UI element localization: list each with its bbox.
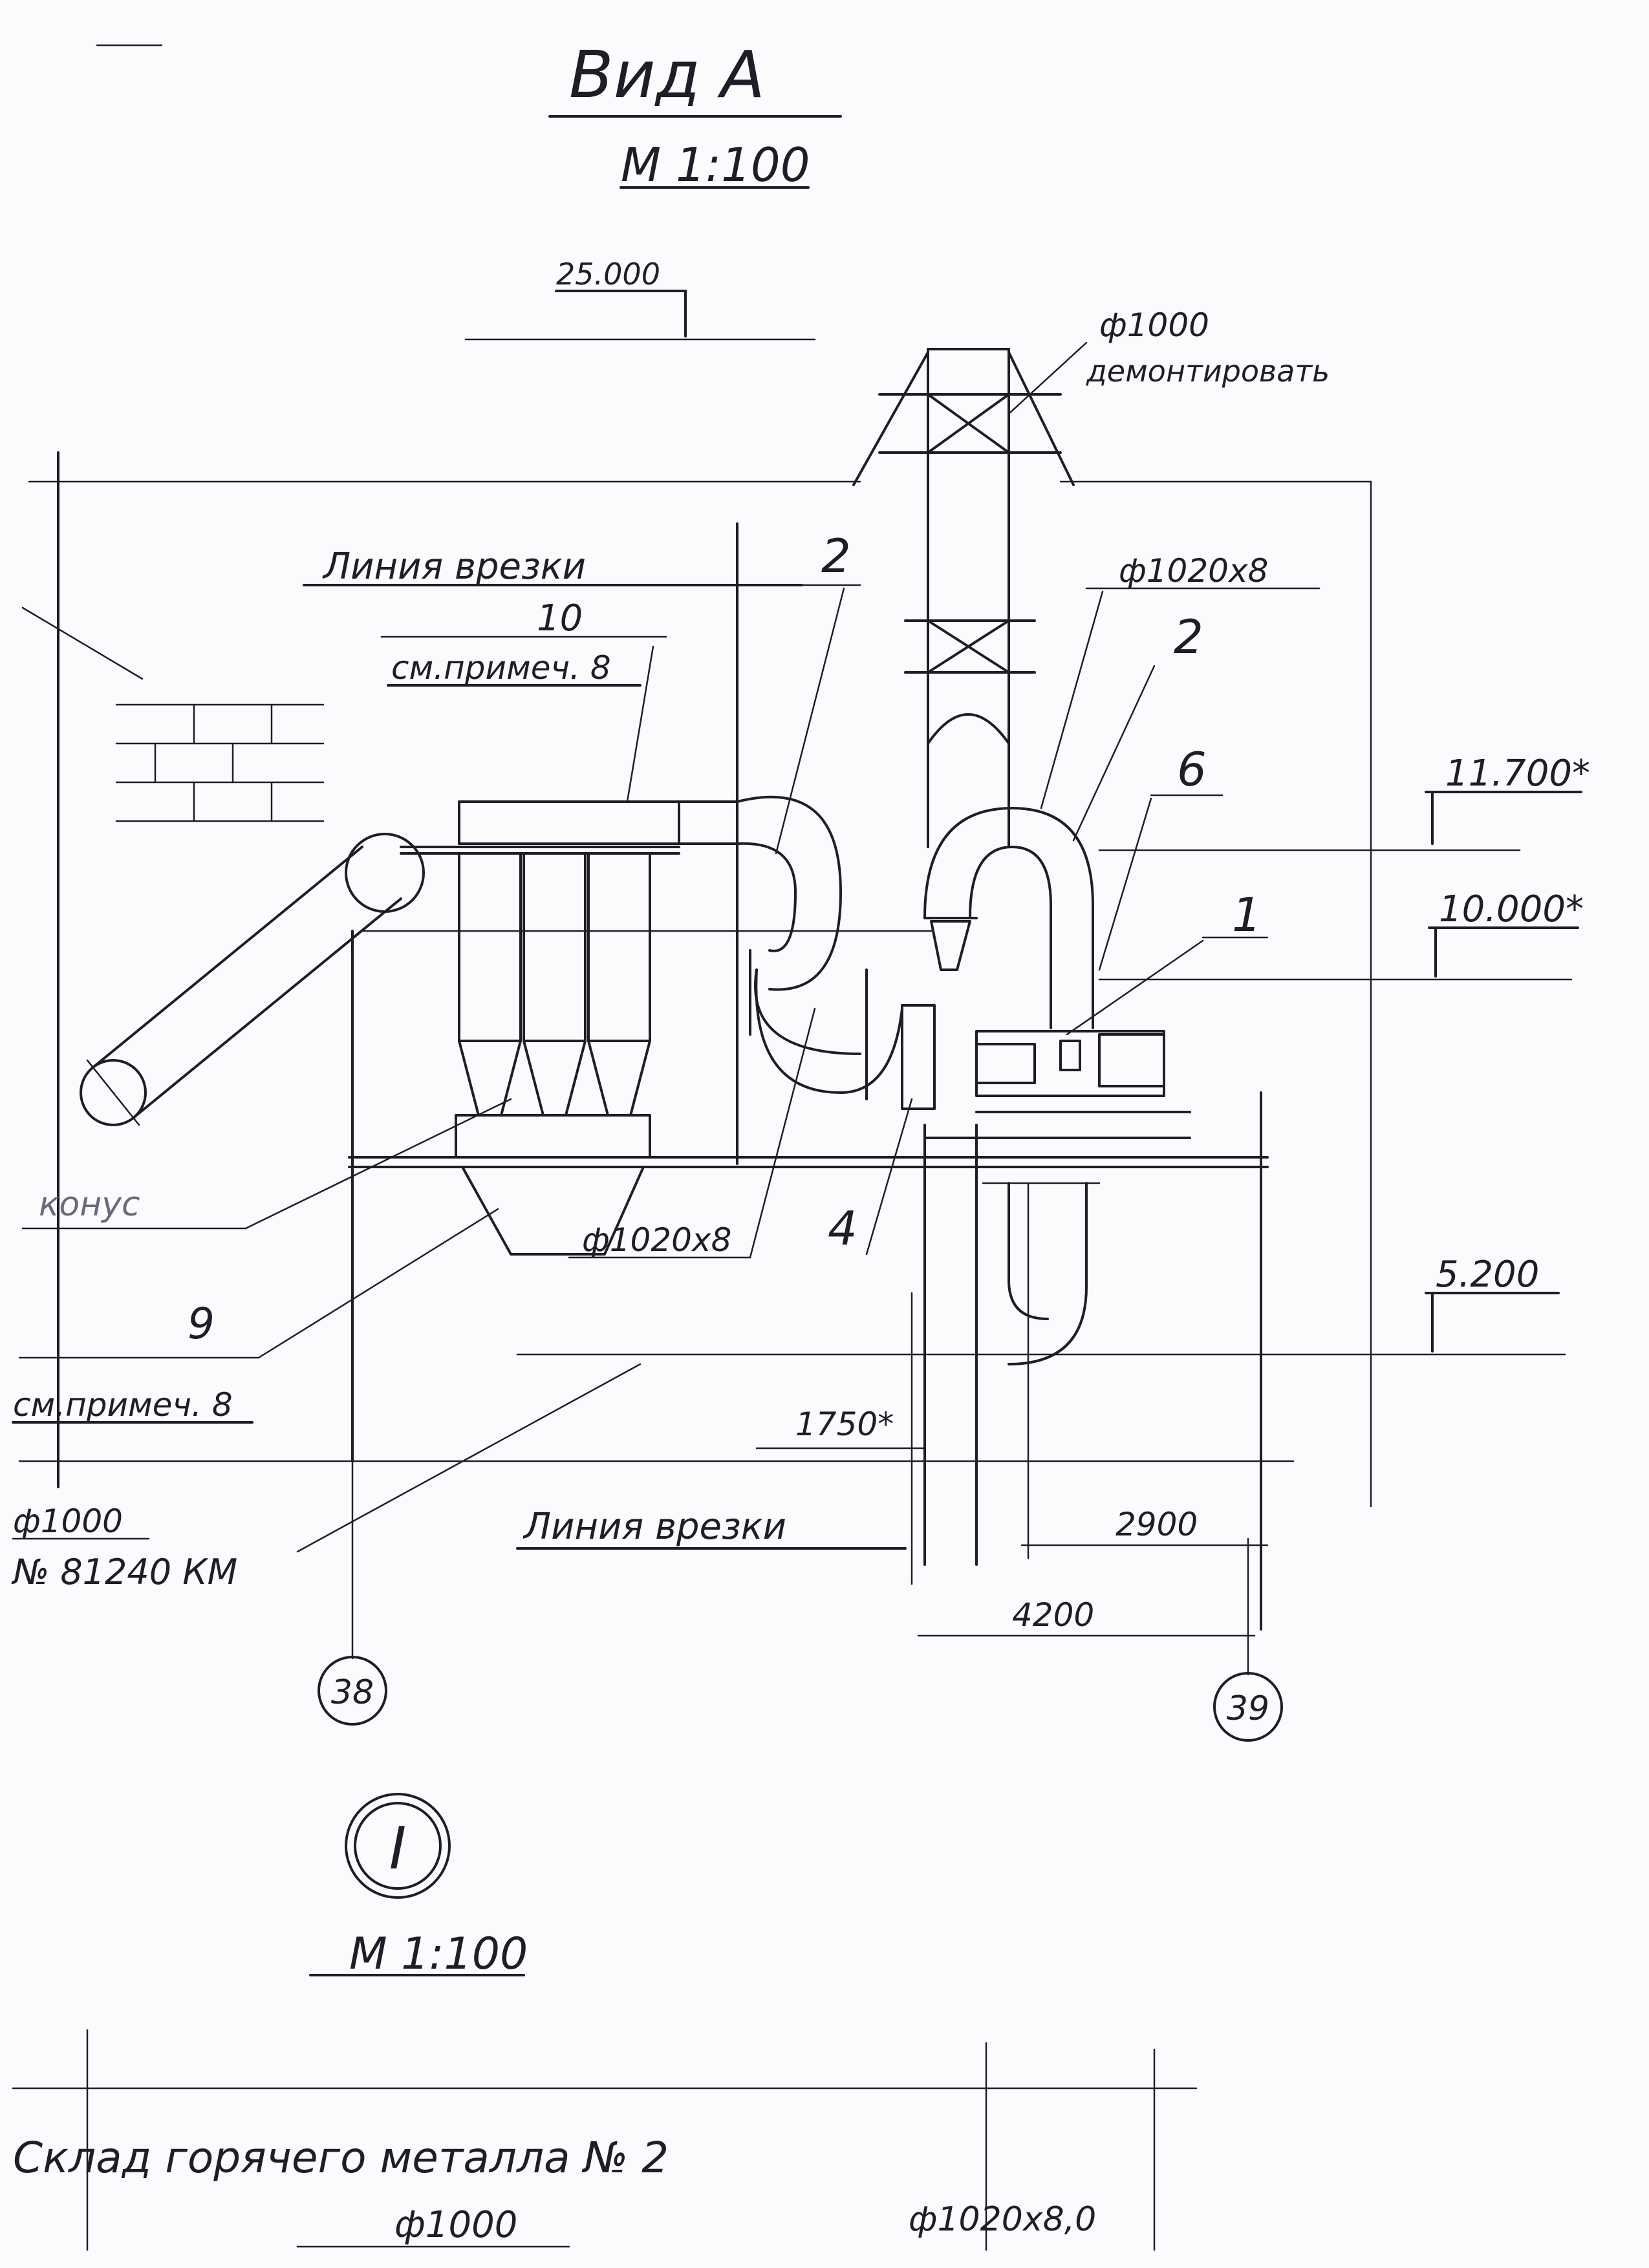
leader-pos9 xyxy=(257,1208,499,1359)
lower-duct-elbow xyxy=(923,1124,1101,1566)
wall-leader xyxy=(21,606,144,680)
dim-4200: 4200 xyxy=(1012,1596,1094,1634)
section-marker-label: I xyxy=(389,1815,407,1883)
label-warehouse: Склад горячего металла № 2 xyxy=(13,2133,669,2183)
leader-demolish xyxy=(1008,341,1088,415)
label-pipe-1020x8-top: ф1020х8 xyxy=(1119,552,1268,590)
section-marker-inner xyxy=(354,1802,442,1890)
inclined-duct xyxy=(80,833,425,1126)
dim-2900: 2900 xyxy=(1116,1506,1198,1543)
filter-block xyxy=(901,1004,936,1110)
label-note8-top: см.примеч. 8 xyxy=(391,649,611,687)
level-5200: 5.200 xyxy=(1436,1254,1539,1296)
level-11700: 11.700* xyxy=(1445,753,1590,795)
label-pos2-right: 2 xyxy=(1174,610,1203,664)
label-km: № 81240 КМ xyxy=(11,1552,237,1592)
leader-pipe-1020x8-mid xyxy=(749,1007,816,1259)
axis-38-label: 38 xyxy=(331,1673,374,1712)
label-pos4: 4 xyxy=(828,1201,857,1256)
leader-pos1 xyxy=(1066,939,1204,1036)
leader-pos4 xyxy=(865,1098,913,1256)
axis-38-circle xyxy=(318,1656,387,1726)
label-cone: конус xyxy=(39,1185,140,1224)
label-pos10: 10 xyxy=(537,597,583,639)
leader-pos2-left xyxy=(775,587,845,855)
label-pos6: 6 xyxy=(1177,742,1207,797)
duct-loop-left xyxy=(736,795,903,1100)
fan-motor-unit xyxy=(923,1030,1191,1139)
section-scale: М 1:100 xyxy=(349,1929,528,1980)
level-10000: 10.000* xyxy=(1439,888,1584,930)
dim-1750: 1750* xyxy=(795,1406,894,1443)
label-demolish-note: демонтировать xyxy=(1086,354,1330,389)
level-25000: 25.000 xyxy=(556,257,660,292)
section-marker-outer xyxy=(345,1793,451,1899)
leader-km xyxy=(296,1363,641,1553)
label-demolish-pipe: ф1000 xyxy=(1099,306,1209,344)
label-cut-line-bottom: Линия врезки xyxy=(523,1506,786,1548)
vertical-stack xyxy=(852,348,1075,848)
label-pipe-1000-left: ф1000 xyxy=(13,1503,123,1540)
label-pos1: 1 xyxy=(1232,888,1262,942)
view-title: Вид А xyxy=(569,37,765,112)
leader-pos6 xyxy=(1098,797,1152,971)
axis-39-label: 39 xyxy=(1227,1689,1269,1728)
label-pos9: 9 xyxy=(188,1299,215,1349)
view-scale: М 1:100 xyxy=(621,138,810,192)
axis-39-circle xyxy=(1213,1672,1283,1742)
label-cut-line-top: Линия врезки xyxy=(322,546,586,588)
label-bottom-pipe-1000: ф1000 xyxy=(394,2204,517,2246)
label-note8-left: см.примеч. 8 xyxy=(13,1386,233,1424)
leader-pos10 xyxy=(626,645,654,803)
cyclone-battery xyxy=(400,800,738,1256)
leader-pipe-1020x8-top xyxy=(1040,590,1104,809)
label-bottom-pipe-1020: ф1020х8,0 xyxy=(909,2200,1096,2239)
leader-pos2-right xyxy=(1072,665,1156,842)
label-pipe-1020x8-mid: ф1020х8 xyxy=(582,1221,731,1259)
label-pos2-left: 2 xyxy=(821,529,851,583)
brick-wall xyxy=(115,703,325,822)
duct-loop-right xyxy=(923,807,1094,1029)
leader-cone xyxy=(244,1098,512,1230)
